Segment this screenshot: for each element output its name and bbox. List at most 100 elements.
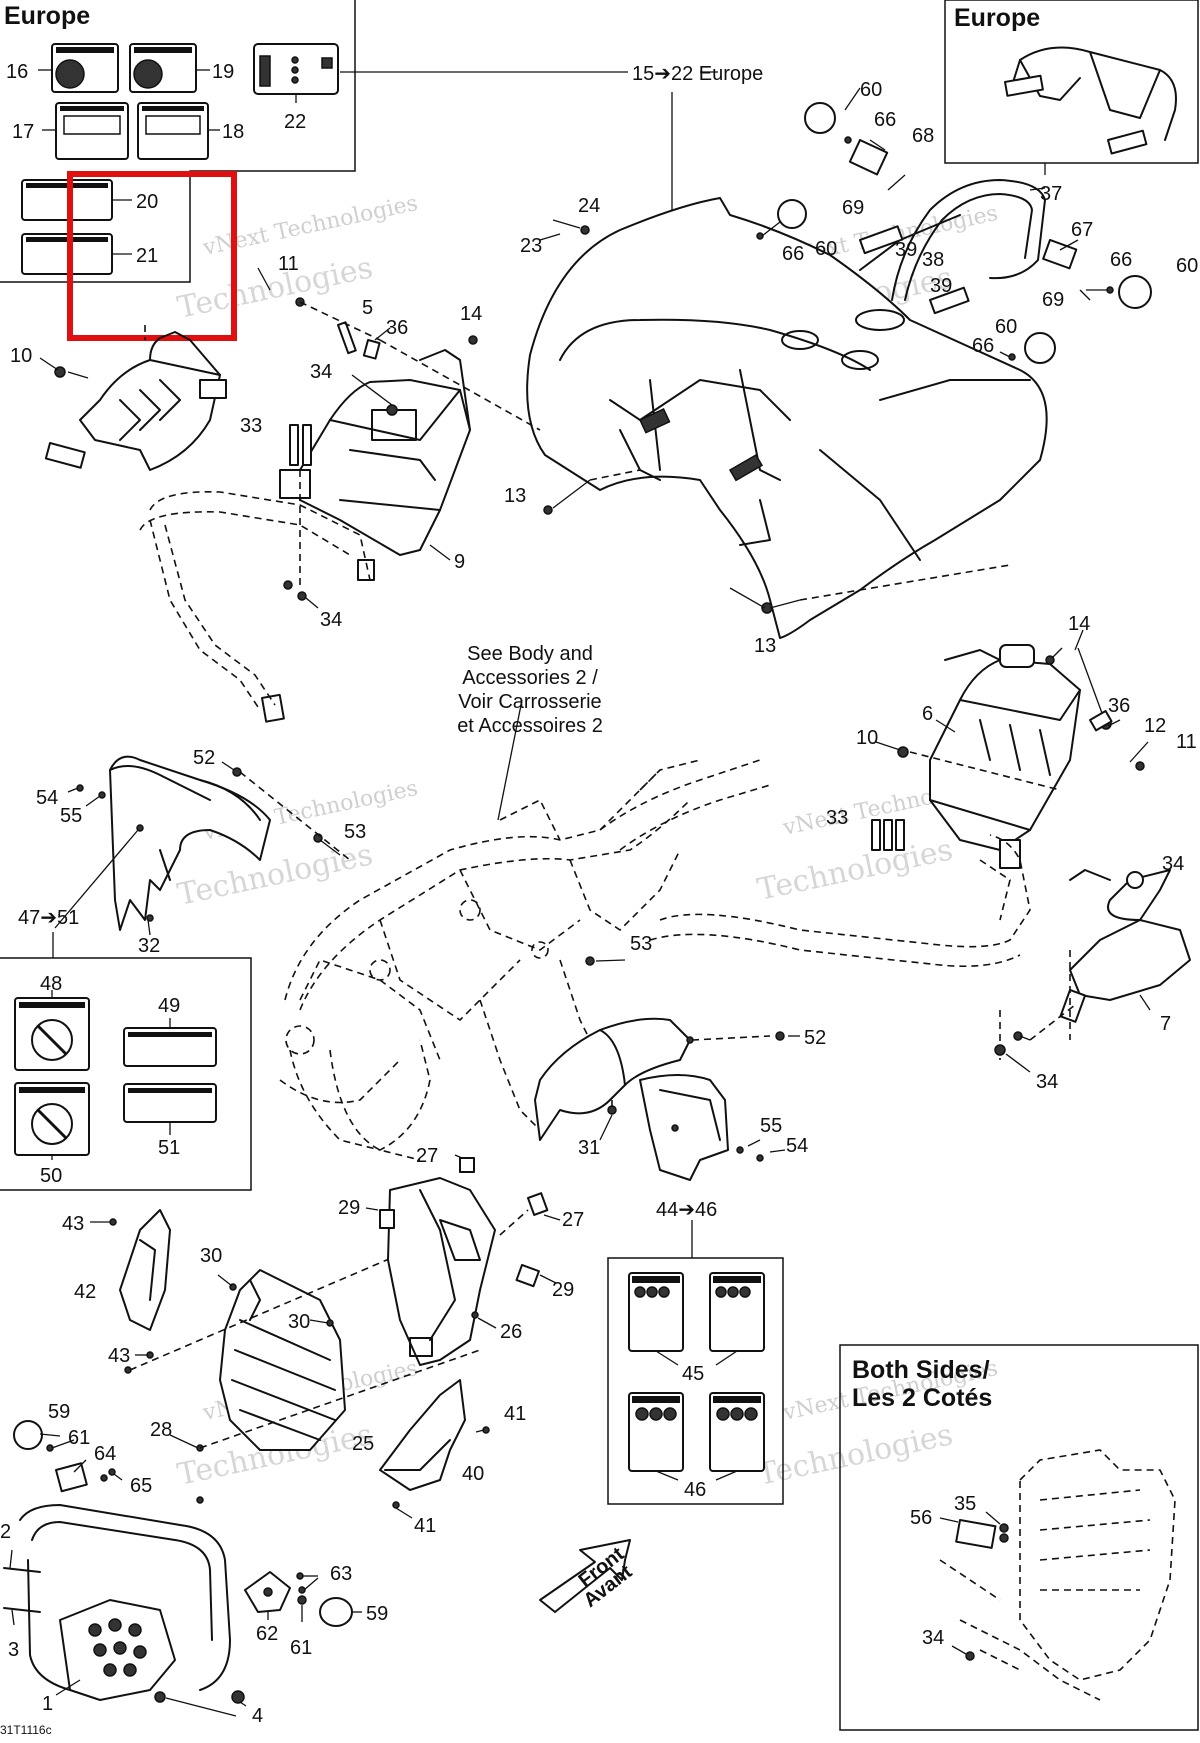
winch-plate-62 xyxy=(244,1571,362,1627)
front-cover-26 xyxy=(365,1154,561,1366)
label-55: 55 xyxy=(760,1115,782,1137)
label-46: 46 xyxy=(684,1479,706,1501)
decal-box-47-51 xyxy=(0,932,252,1191)
label-19: 19 xyxy=(212,61,234,83)
label-44-46: 44➔46 xyxy=(656,1199,717,1221)
label-5: 5 xyxy=(362,297,373,319)
label-14: 14 xyxy=(1068,613,1090,635)
label-55: 55 xyxy=(60,805,82,827)
label-16: 16 xyxy=(6,61,28,83)
frame-rail-right xyxy=(649,834,1076,1073)
label-34: 34 xyxy=(320,609,342,631)
label-24: 24 xyxy=(578,195,600,217)
front-bracket-42 xyxy=(90,1209,171,1359)
decal-45a xyxy=(628,1272,684,1352)
label-56: 56 xyxy=(910,1507,932,1529)
label-30: 30 xyxy=(200,1245,222,1267)
label-30: 30 xyxy=(288,1311,310,1333)
front-right-fender xyxy=(534,1017,800,1181)
label-42: 42 xyxy=(74,1281,96,1303)
label-53: 53 xyxy=(630,933,652,955)
les-2-cotes-title: Les 2 Cotés xyxy=(852,1384,992,1412)
label-26: 26 xyxy=(500,1321,522,1343)
label-23: 23 xyxy=(520,235,542,257)
watermark-text: Technologies xyxy=(174,837,375,913)
note-line-2: Accessories 2 / xyxy=(462,667,598,689)
main-frame xyxy=(279,699,771,1161)
see-body-accessories-note: See Body and Accessories 2 / Voir Carros… xyxy=(457,643,603,737)
label-36: 36 xyxy=(1108,695,1130,717)
label-65: 65 xyxy=(130,1475,152,1497)
label-43: 43 xyxy=(62,1213,84,1235)
label-62: 62 xyxy=(256,1623,278,1645)
decal-17 xyxy=(55,102,129,160)
rear-fender xyxy=(526,197,1048,639)
label-11: 11 xyxy=(1176,731,1197,753)
label-29: 29 xyxy=(552,1279,574,1301)
label-43: 43 xyxy=(108,1345,130,1367)
label-63: 63 xyxy=(330,1563,352,1585)
label-66: 66 xyxy=(874,109,896,131)
label-49: 49 xyxy=(158,995,180,1017)
note-line-1: See Body and xyxy=(467,643,593,665)
label-48: 48 xyxy=(40,973,62,995)
label-32: 32 xyxy=(138,935,160,957)
label-39: 39 xyxy=(895,239,917,261)
label-52: 52 xyxy=(804,1027,826,1049)
label-27: 27 xyxy=(416,1145,438,1167)
label-37: 37 xyxy=(1040,183,1062,205)
label-13: 13 xyxy=(504,485,526,507)
label-61: 61 xyxy=(290,1637,312,1659)
decal-45b xyxy=(709,1272,765,1352)
label-36: 36 xyxy=(386,317,408,339)
note-line-3: Voir Carrosserie xyxy=(458,691,601,713)
europe-rack-box-title: Europe xyxy=(954,4,1040,32)
label-54: 54 xyxy=(36,787,58,809)
left-rear-guard xyxy=(39,325,227,471)
part-number-labels: 60 66 68 69 37 24 23 66 60 39 38 39 67 6… xyxy=(0,79,1198,1727)
label-38: 38 xyxy=(922,249,944,271)
right-footrest xyxy=(871,629,1149,869)
both-sides-box: Both Sides/ Les 2 Cotés xyxy=(839,1344,1199,1731)
watermark-text: Technologies xyxy=(754,1417,955,1493)
label-66: 66 xyxy=(972,335,994,357)
label-10: 10 xyxy=(10,345,32,367)
label-18: 18 xyxy=(222,121,244,143)
label-4: 4 xyxy=(252,1705,263,1727)
front-guard-40 xyxy=(379,1379,490,1519)
label-14: 14 xyxy=(460,303,482,325)
label-29: 29 xyxy=(338,1197,360,1219)
rear-rack xyxy=(756,87,1152,364)
label-59: 59 xyxy=(48,1401,70,1423)
drawing-code: 31T1116c xyxy=(0,1723,52,1737)
label-28: 28 xyxy=(150,1419,172,1441)
label-33: 33 xyxy=(826,807,848,829)
label-33: 33 xyxy=(240,415,262,437)
europe-box-title: Europe xyxy=(4,2,90,30)
label-3: 3 xyxy=(8,1639,19,1661)
label-50: 50 xyxy=(40,1165,62,1187)
label-41: 41 xyxy=(504,1403,526,1425)
label-51: 51 xyxy=(158,1137,180,1159)
decal-46a xyxy=(628,1392,684,1472)
label-12: 12 xyxy=(1144,715,1166,737)
label-11: 11 xyxy=(278,253,299,275)
label-68: 68 xyxy=(912,125,934,147)
label-27: 27 xyxy=(562,1209,584,1231)
europe-rack-box: Europe xyxy=(944,0,1199,175)
label-9: 9 xyxy=(454,551,465,573)
callout-15-22-europe: 15➔22 Europe xyxy=(632,63,763,85)
label-39: 39 xyxy=(930,275,952,297)
front-grille-assembly-25 xyxy=(124,1249,481,1504)
right-rear-guard xyxy=(1059,869,1191,1040)
label-34: 34 xyxy=(922,1627,944,1649)
left-footrest xyxy=(257,267,541,609)
label-31: 31 xyxy=(578,1137,600,1159)
label-67: 67 xyxy=(1071,219,1093,241)
label-35: 35 xyxy=(954,1493,976,1515)
label-60: 60 xyxy=(815,238,837,260)
label-66: 66 xyxy=(1110,249,1132,271)
label-34: 34 xyxy=(1036,1071,1058,1093)
label-69: 69 xyxy=(1042,289,1064,311)
